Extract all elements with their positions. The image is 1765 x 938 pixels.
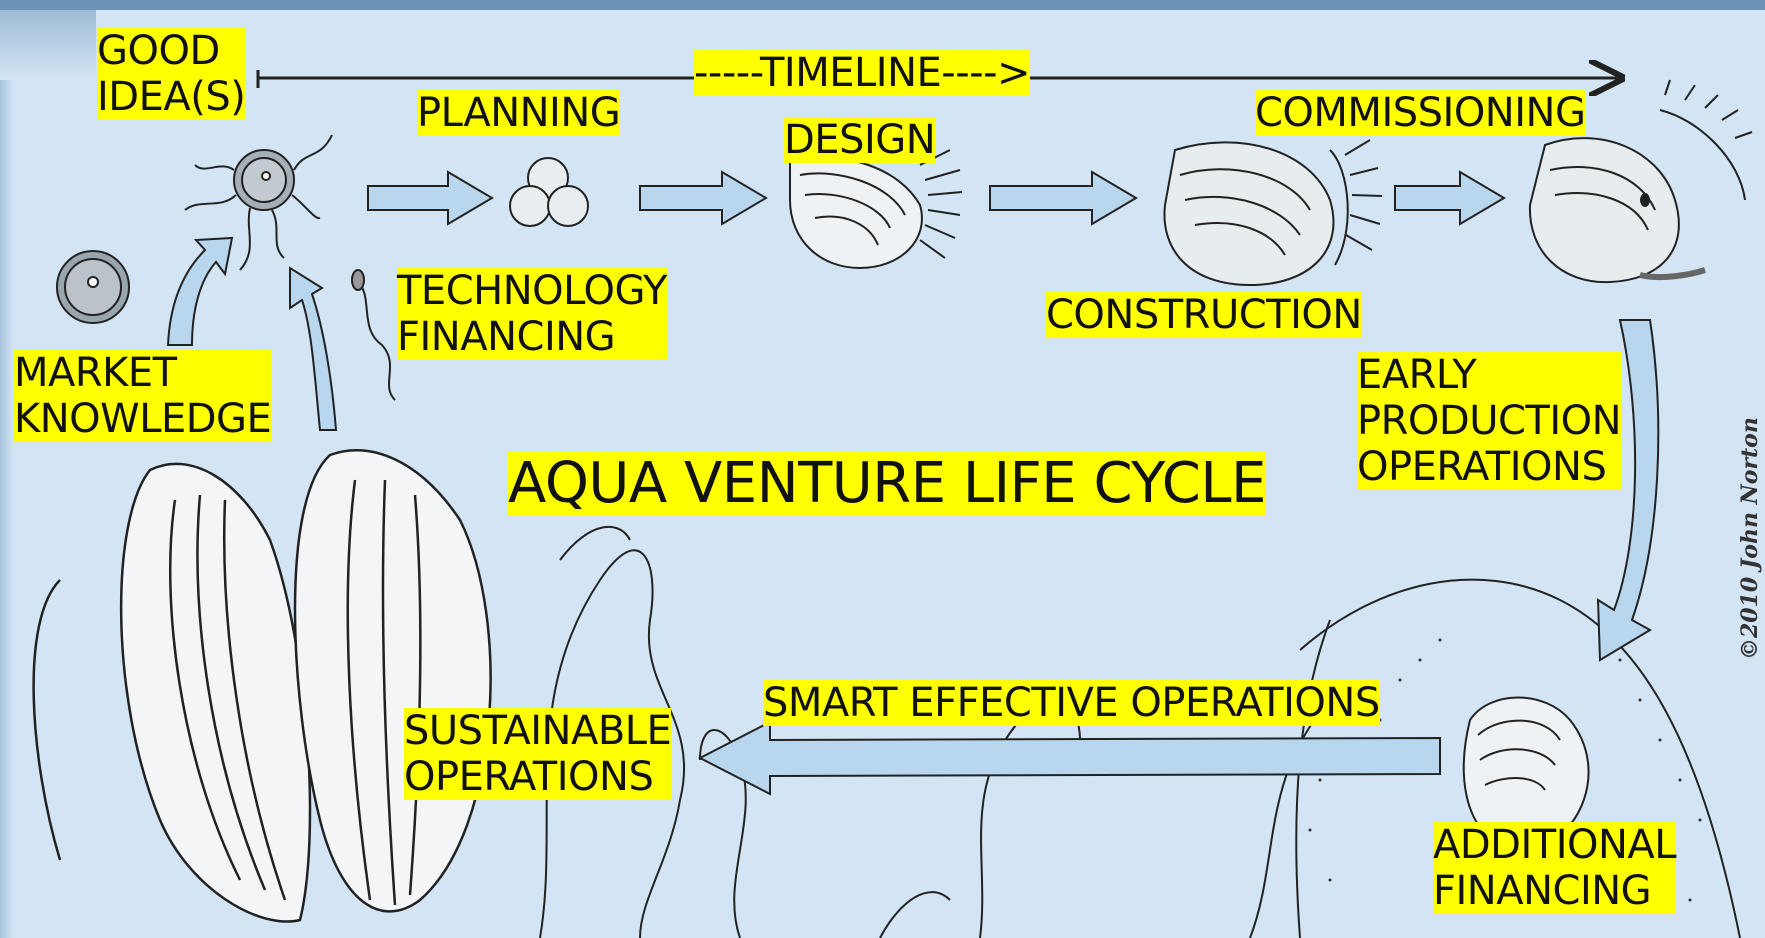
- d-larva-drawing: [789, 149, 963, 270]
- arrow-commissioning-to-early-production: [1596, 319, 1660, 662]
- label-commissioning: COMMISSIONING: [1255, 90, 1586, 136]
- label-planning: PLANNING: [417, 90, 621, 136]
- label-market-line: MARKET: [14, 350, 177, 396]
- arrow-egg-to-ideas: [166, 236, 234, 346]
- label-smart-effective-operations: SMART EFFECTIVE OPERATIONS: [763, 680, 1380, 726]
- arrow-operations-to-sustainable: [697, 720, 1441, 796]
- label-knowledge-line: KNOWLEDGE: [14, 396, 272, 442]
- adult-oyster-drawings: [32, 449, 492, 923]
- label-construction-text: CONSTRUCTION: [1046, 292, 1362, 338]
- diagram-title-text: AQUA VENTURE LIFE CYCLE: [508, 451, 1266, 516]
- arrow-planning-to-design: [639, 170, 768, 226]
- egg-drawing: [56, 250, 130, 324]
- arrow-construction-to-commissioning: [1394, 170, 1506, 226]
- spat-drawing: [1462, 696, 1590, 852]
- label-additional-line: ADDITIONAL: [1433, 822, 1677, 868]
- label-operations-line: OPERATIONS: [1357, 444, 1607, 490]
- process-arrows: [166, 170, 1660, 796]
- label-sustainable-operations-line: OPERATIONS: [404, 754, 654, 800]
- label-financing-line: FINANCING: [397, 314, 616, 360]
- top-border: [0, 0, 1765, 10]
- arrow-design-to-construction: [989, 170, 1138, 226]
- label-sustainable-line: SUSTAINABLE: [404, 708, 672, 754]
- label-timeline: -----TIMELINE---->: [694, 50, 1031, 96]
- pediveliger-drawing: [1528, 79, 1753, 284]
- label-timeline-text: -----TIMELINE---->: [694, 50, 1031, 96]
- label-early-line: EARLY: [1357, 352, 1477, 398]
- artist-credit-text: ©2010 John Norton: [1737, 417, 1763, 660]
- label-early-production-operations: EARLY PRODUCTION OPERATIONS: [1357, 352, 1622, 490]
- veliger-drawing: [1163, 139, 1383, 287]
- arrow-ideas-to-planning: [367, 170, 494, 226]
- label-design: DESIGN: [784, 117, 936, 163]
- label-sustainable-operations: SUSTAINABLE OPERATIONS: [404, 708, 672, 800]
- larval-stage-drawings: [56, 79, 1753, 852]
- label-production-line: PRODUCTION: [1357, 398, 1622, 444]
- label-planning-text: PLANNING: [417, 90, 621, 136]
- label-good-ideas-line1: GOOD: [97, 28, 220, 74]
- arrow-market-to-ideas: [289, 266, 338, 431]
- artist-credit: ©2010 John Norton: [1735, 380, 1765, 660]
- label-commissioning-text: COMMISSIONING: [1255, 90, 1586, 136]
- top-left-corner-shade: [0, 10, 96, 80]
- label-market-knowledge: MARKET KNOWLEDGE: [14, 350, 272, 442]
- label-construction: CONSTRUCTION: [1046, 292, 1362, 338]
- label-additional-financing: ADDITIONAL FINANCING: [1433, 822, 1677, 914]
- label-good-ideas-line2: IDEA(S): [97, 74, 246, 120]
- diagram-title: AQUA VENTURE LIFE CYCLE: [508, 452, 1266, 516]
- label-design-text: DESIGN: [784, 117, 936, 163]
- label-good-ideas: GOOD IDEA(S): [97, 28, 246, 120]
- label-technology-financing: TECHNOLOGY FINANCING: [397, 268, 667, 360]
- label-technology-line: TECHNOLOGY: [397, 268, 667, 314]
- fertilized-egg-drawing: [184, 134, 396, 401]
- label-smart-operations-text: SMART EFFECTIVE OPERATIONS: [763, 680, 1380, 726]
- left-border-shade: [0, 80, 14, 938]
- label-additional-financing-line: FINANCING: [1433, 868, 1652, 914]
- cell-cluster-drawing: [509, 157, 589, 227]
